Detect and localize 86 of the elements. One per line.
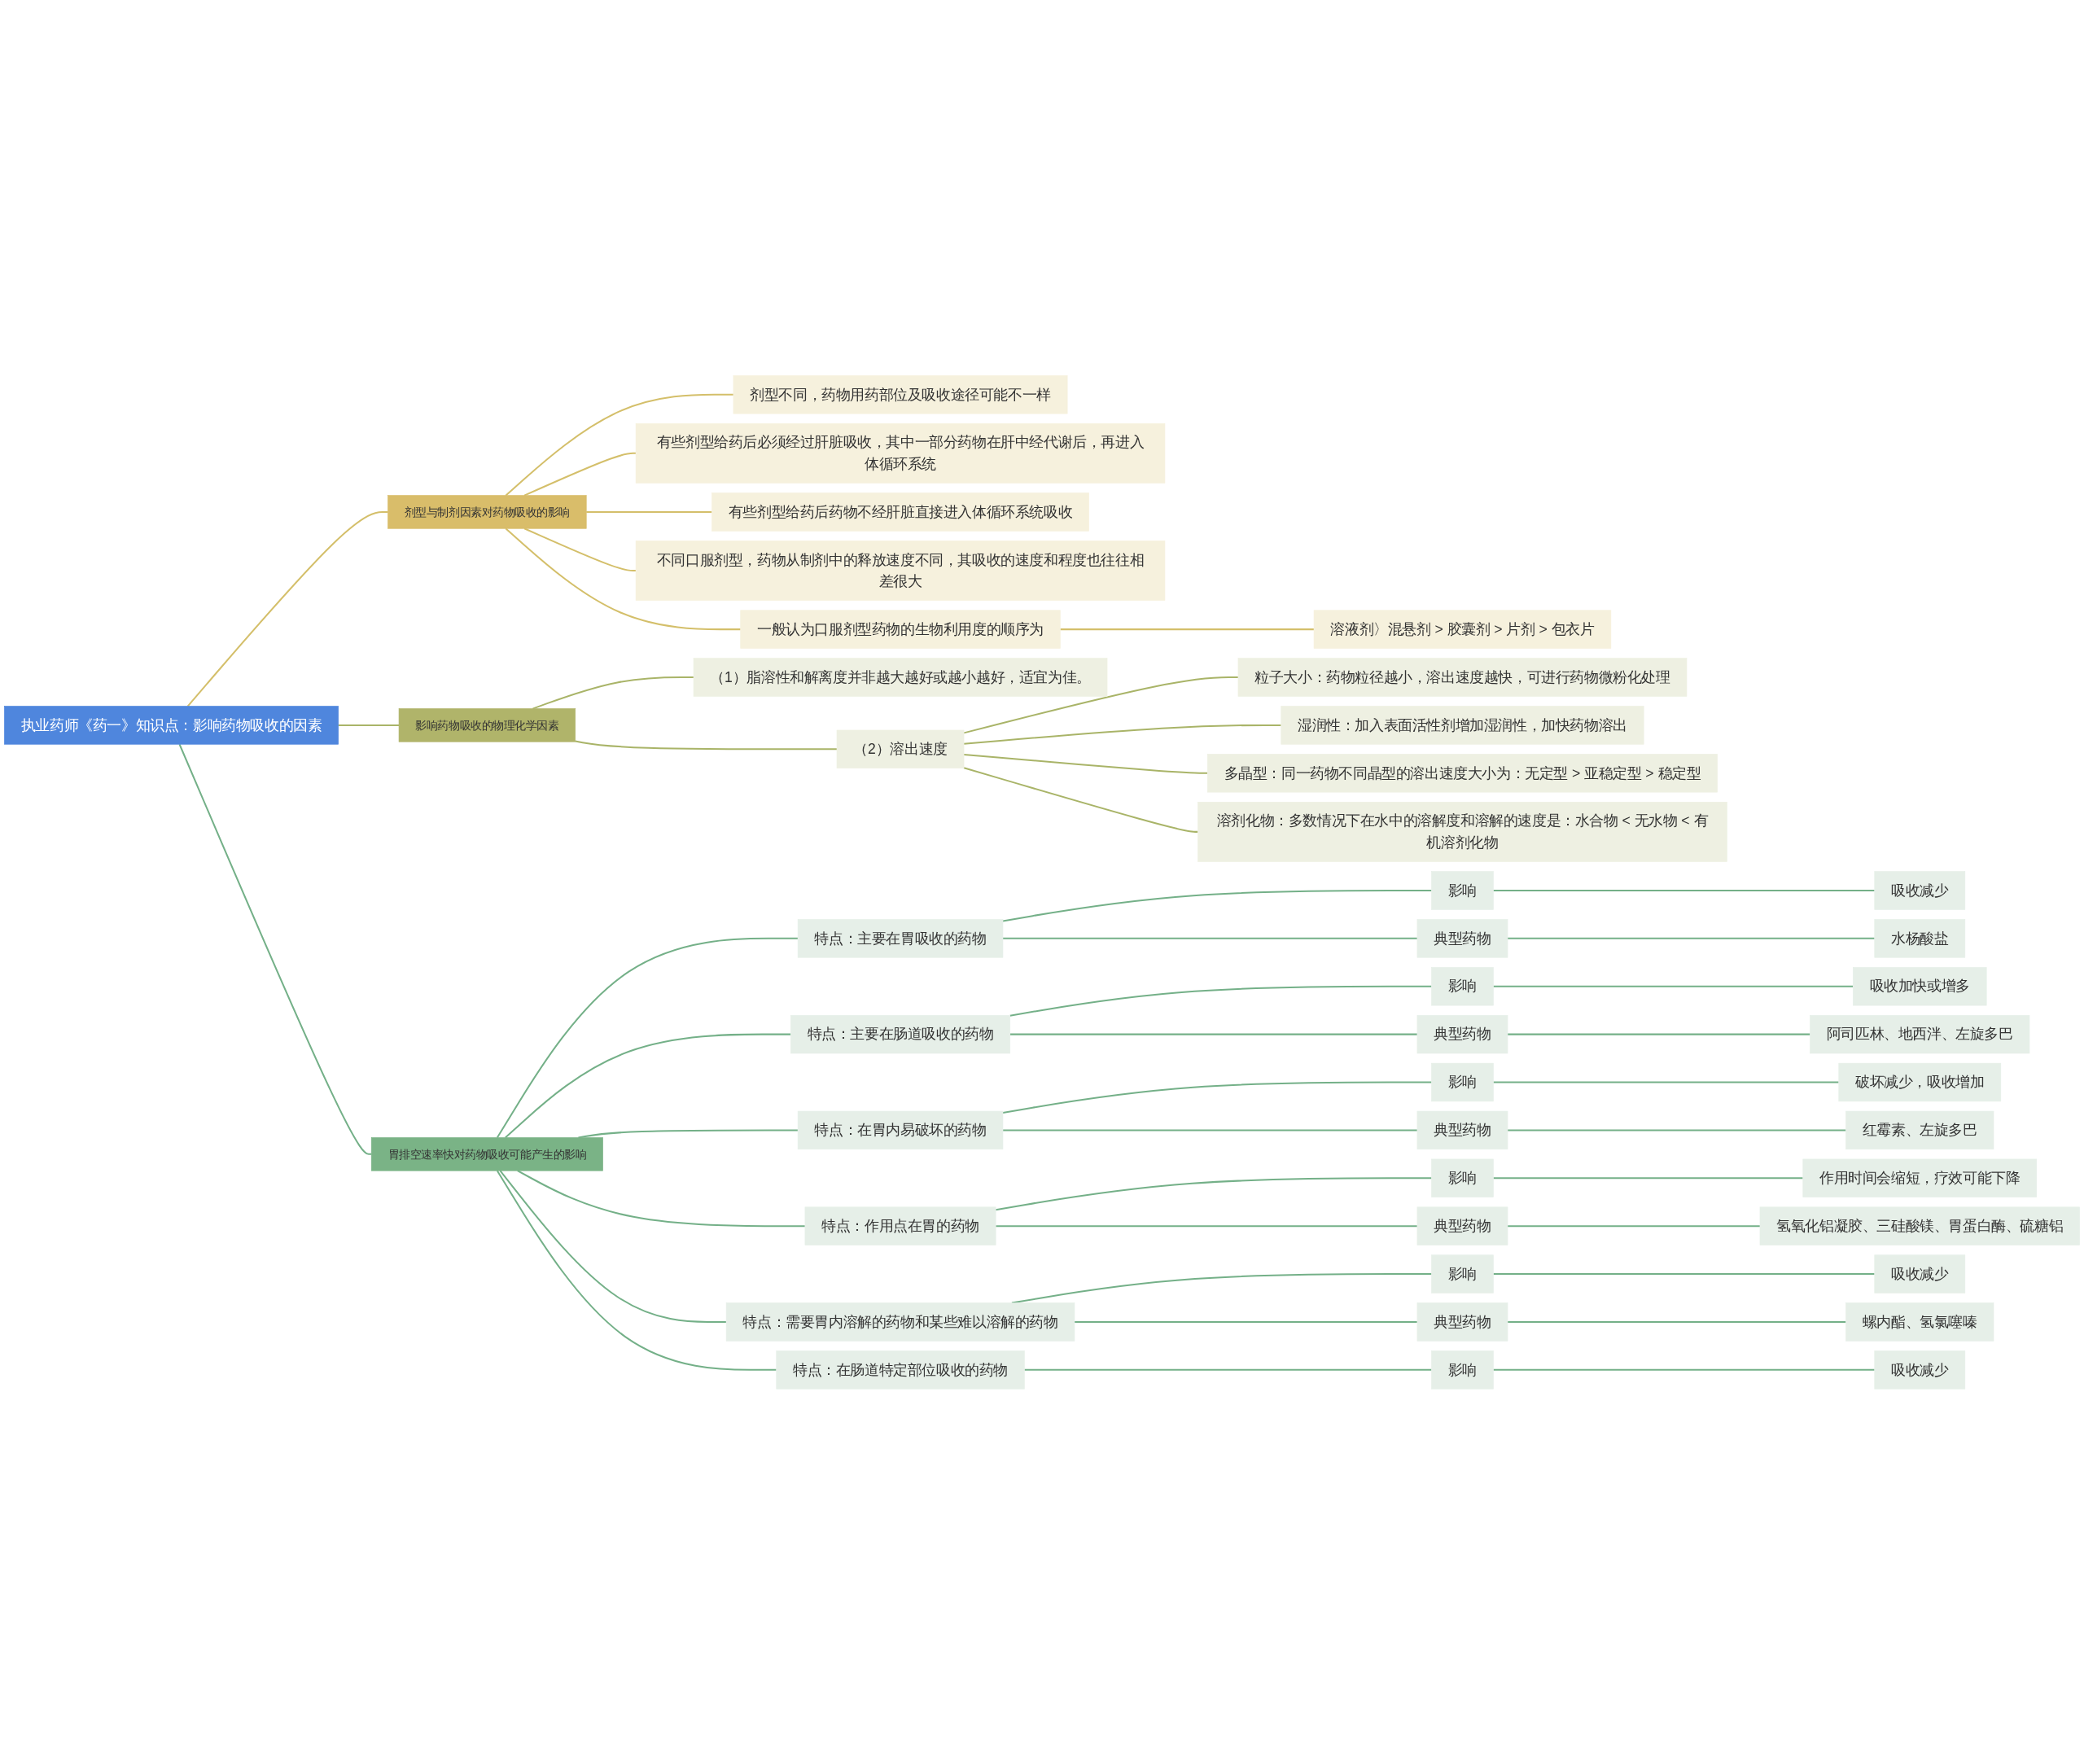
connector [496,1170,777,1371]
connector [1002,937,1417,939]
node-box: 典型药物 [1416,1206,1508,1245]
node-box: 影响药物吸收的物理化学因素 [398,707,576,742]
node-box: 特点：主要在肠道吸收的药物 [790,1014,1011,1053]
connector [578,1129,799,1139]
node-box: 典型药物 [1416,1302,1508,1342]
connector [1002,1129,1417,1131]
node-box: 有些剂型给药后药物不经肝脏直接进入体循环系统吸收 [711,492,1089,532]
connector [1493,1081,1839,1083]
connector [1493,1176,1803,1179]
node-box: 影响 [1431,1158,1494,1197]
connector [517,1169,805,1227]
connector [505,527,741,630]
connector [523,452,637,497]
node-box: 影响 [1431,1062,1494,1101]
node-box: 影响 [1431,1350,1494,1390]
connector [186,510,388,707]
connector [1060,628,1315,630]
connector [1493,1368,1875,1371]
connector [575,740,838,751]
node-box: 特点：在肠道特定部位吸收的药物 [776,1350,1025,1390]
connector [1009,1033,1417,1035]
node-box: 剂型不同，药物用药部位及吸收途径可能不一样 [733,374,1068,414]
connector [995,1176,1432,1210]
connector [499,1170,727,1323]
connector [1507,1033,1810,1035]
node-box: 典型药物 [1416,1014,1508,1053]
connector [1507,1320,1846,1323]
connector [1507,1224,1760,1227]
node-box: 特点：在胃内易破坏的药物 [797,1110,1004,1149]
node-box: 不同口服剂型，药物从制剂中的释放速度不同，其吸收的速度和程度也往往相差很大 [635,540,1166,601]
node-box: 多晶型：同一药物不同晶型的溶出速度大小为：无定型 > 亚稳定型 > 稳定型 [1206,753,1718,793]
connector [505,393,733,497]
node-box: 湿润性：加入表面活性剂增加湿润性，加快药物溶出 [1281,705,1644,745]
connector [496,937,799,1138]
node-box: 特点：作用点在胃的药物 [804,1206,996,1245]
connector [963,676,1238,734]
node-box: 典型药物 [1416,918,1508,958]
connector [1493,889,1875,891]
connector [963,753,1208,774]
connector [963,767,1198,833]
connector [523,527,637,571]
node-box: 胃排空速率快对药物吸收可能产生的影响 [370,1136,603,1171]
node-box: 红霉素、左旋多巴 [1845,1110,1994,1149]
connector [996,1224,1417,1227]
node-box: 溶剂化物：多数情况下在水中的溶解度和溶解的速度是：水合物 < 无水物 < 有机溶剂化物 [1197,801,1727,862]
connector [1507,1129,1846,1131]
node-box: 吸收加快或增多 [1853,966,1987,1006]
node-box: 溶液剂〉混悬剂 > 胶囊剂 > 片剂 > 包衣片 [1313,610,1612,649]
node-box: 粒子大小：药物粒径越小，溶出速度越快，可进行药物微粉化处理 [1237,658,1688,697]
node-box: 吸收减少 [1874,870,1966,910]
connector [532,676,694,710]
node-box: 影响 [1431,1254,1494,1293]
connector [1024,1368,1432,1371]
connector [1493,985,1854,987]
node-box: 阿司匹林、地西泮、左旋多巴 [1810,1014,2030,1053]
node-box: （1）脂溶性和解离度并非越大越好或越小越好，适宜为佳。 [693,658,1108,697]
connector [963,724,1281,745]
node-box: （2）溶出速度 [836,729,965,768]
node-box: 吸收减少 [1874,1350,1966,1390]
connector [178,743,372,1155]
node-box: 吸收减少 [1874,1254,1966,1293]
connector [1507,937,1875,939]
connector [1002,889,1432,922]
node-box: 典型药物 [1416,1110,1508,1149]
node-box: 执业药师《药一》知识点：影响药物吸收的因素 [4,705,339,745]
connector [586,510,712,513]
connector [1002,1081,1432,1114]
connector [1493,1272,1875,1275]
node-box: 特点：主要在胃吸收的药物 [797,918,1004,958]
node-box: 水杨酸盐 [1874,918,1966,958]
node-box: 螺内酯、氢氯噻嗪 [1845,1302,1994,1342]
node-box: 氢氧化铝凝胶、三硅酸镁、胃蛋白酶、硫糖铝 [1759,1206,2080,1245]
connector [338,724,400,726]
connector [1009,985,1432,1017]
node-box: 作用时间会缩短，疗效可能下降 [1802,1158,2038,1197]
node-box: 有些剂型给药后必须经过肝脏吸收，其中一部分药物在肝中经代谢后，再进入体循环系统 [635,422,1166,484]
node-box: 特点：需要胃内溶解的药物和某些难以溶解的药物 [725,1302,1075,1342]
connector [505,1033,791,1138]
node-box: 影响 [1431,870,1494,910]
node-box: 剂型与制剂因素对药物吸收的影响 [387,495,587,529]
connector [1074,1320,1417,1323]
node-box: 一般认为口服剂型药物的生物利用度的顺序为 [740,610,1061,649]
node-box: 影响 [1431,966,1494,1006]
node-box: 破坏减少，吸收增加 [1838,1062,2002,1101]
